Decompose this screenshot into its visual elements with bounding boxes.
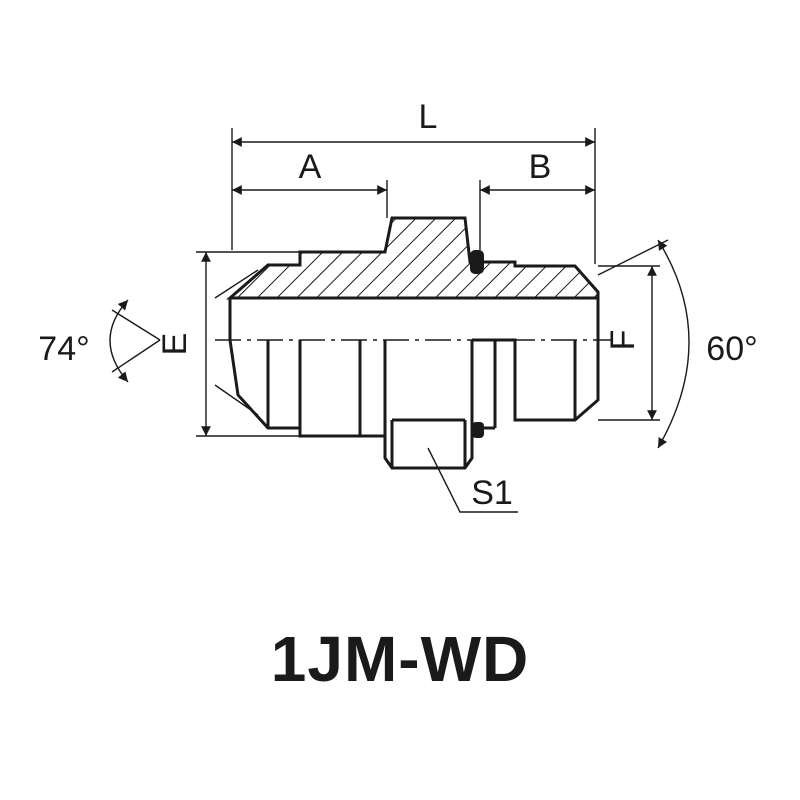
angle-arc-right [657, 239, 690, 449]
label-E: E [156, 333, 194, 356]
label-angle-right: 60° [706, 330, 757, 368]
section-hatch [225, 216, 600, 300]
o-ring-upper [470, 250, 484, 274]
label-A: A [299, 148, 322, 186]
label-L: L [419, 98, 438, 136]
fitting-outline [228, 298, 600, 470]
part-number-title: 1JM-WD [270, 623, 530, 695]
label-F: F [604, 330, 642, 351]
label-angle-left: 74° [38, 330, 89, 368]
o-ring-lower [472, 422, 484, 438]
label-B: B [529, 148, 552, 186]
leader-S1 [427, 447, 518, 513]
label-S1: S1 [471, 474, 513, 512]
angle-arc-left [109, 299, 129, 383]
